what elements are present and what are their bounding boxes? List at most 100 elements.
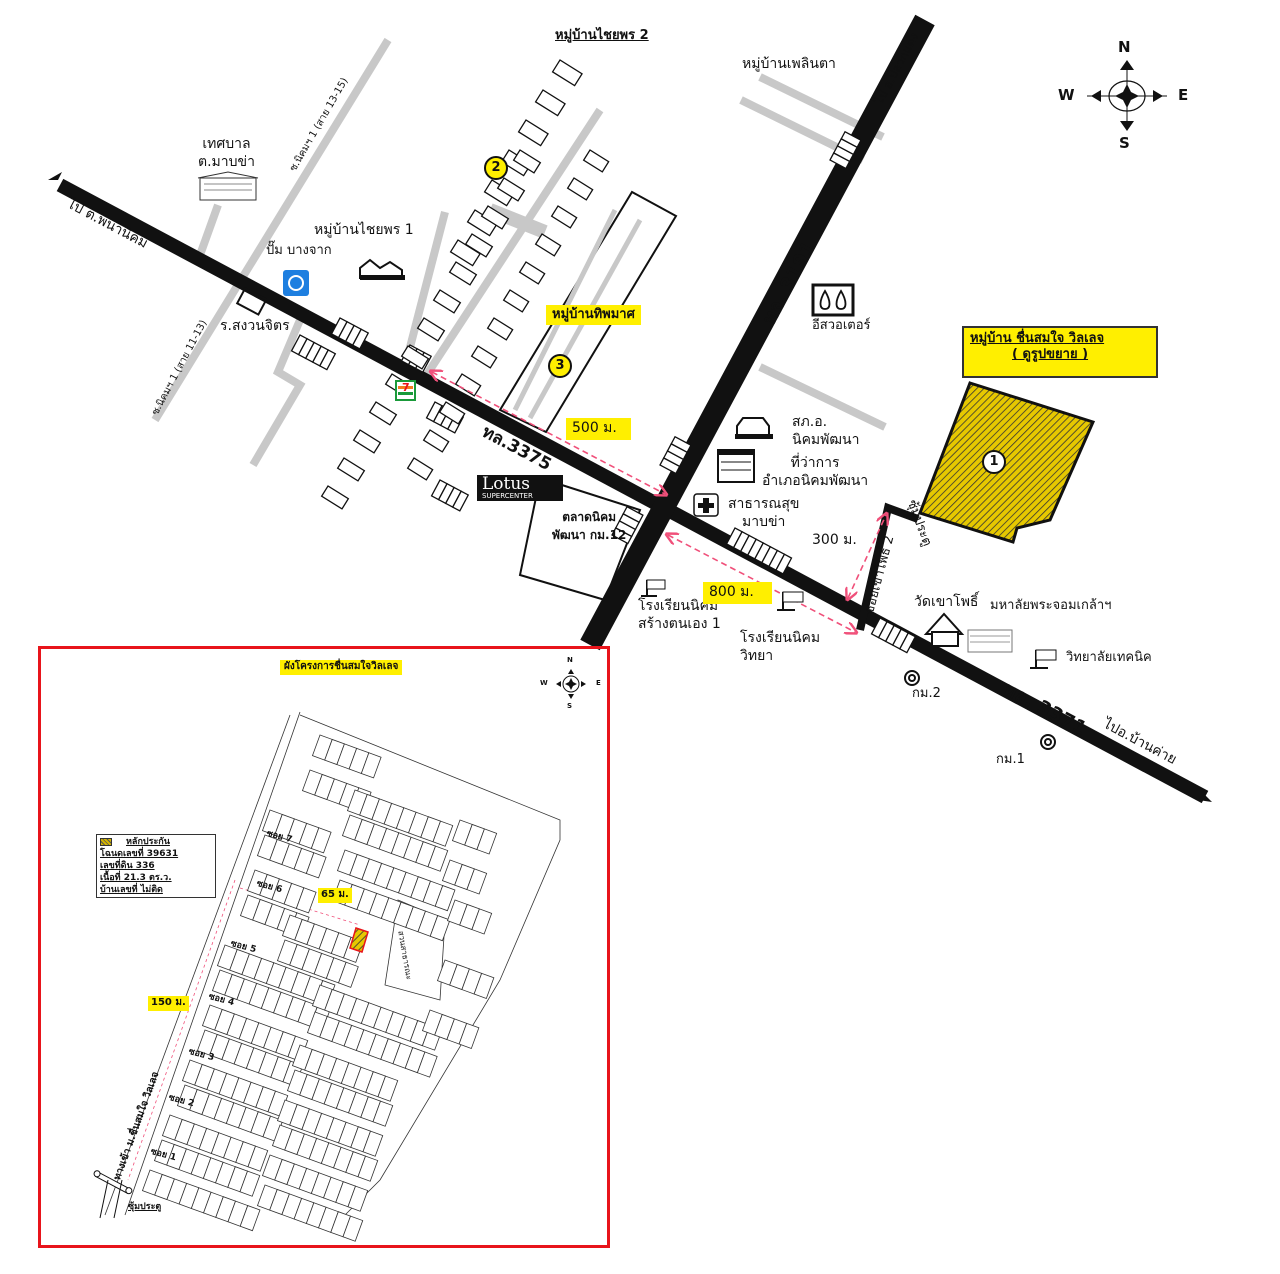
lot-row xyxy=(196,1029,304,1087)
seven-eleven-label: 7 xyxy=(402,381,410,394)
lot-row xyxy=(517,119,549,147)
lot xyxy=(622,505,644,524)
market-label: ตลาดนิคม พัฒนา กม.12 xyxy=(552,510,627,542)
lotus-logo-subtext: SUPERCENTER xyxy=(482,492,533,500)
lotus-logo xyxy=(477,475,563,501)
lot-row xyxy=(271,1124,379,1182)
lot xyxy=(310,827,332,854)
lot-row xyxy=(311,984,443,1051)
lot-row xyxy=(829,130,862,170)
legend-area: เนื้อที่ 21.3 ตร.ว. xyxy=(100,873,172,883)
lot xyxy=(429,915,451,942)
lot-row xyxy=(486,317,514,341)
seven-eleven-icon xyxy=(395,380,416,401)
legend-house-no: บ้านเลขที่ ไม่ติด xyxy=(100,885,163,895)
lot-row xyxy=(256,1184,364,1242)
legend-collateral: หลักประกัน xyxy=(126,837,170,847)
lot-row xyxy=(256,834,327,879)
lot-row xyxy=(448,261,478,286)
lot-row xyxy=(430,479,470,512)
tech-college-label: วิทยาลัยเทคนิค xyxy=(1066,650,1152,665)
lot xyxy=(295,887,317,914)
lot-row xyxy=(286,1069,394,1127)
school-songwan-marker xyxy=(235,286,268,316)
chaiyaphon1-label: หมู่บ้านไชยพร 1 xyxy=(314,222,414,238)
district-office-icon xyxy=(717,449,755,483)
lot-row xyxy=(870,617,917,654)
lot-row xyxy=(470,345,498,369)
lot-row xyxy=(518,261,546,285)
thippamas-marker: 3 xyxy=(548,354,572,378)
phelinda-label: หมู่บ้านเพลินตา xyxy=(742,56,836,72)
lot xyxy=(342,1215,364,1242)
lot-row xyxy=(534,89,566,117)
lot xyxy=(534,233,562,257)
lot-row xyxy=(512,149,542,174)
lot xyxy=(427,845,449,872)
distance-150m: 150 ม. xyxy=(148,996,189,1011)
lot-row xyxy=(261,809,332,854)
lotus-logo-text: Lotus xyxy=(482,474,531,494)
compass-e: E xyxy=(1178,86,1189,104)
lot xyxy=(247,1145,269,1172)
inset-compass-e: E xyxy=(596,679,601,687)
lot-row xyxy=(451,819,498,855)
project-title: หมู่บ้าน ชื่นสมใจ วิลเลจ xyxy=(970,331,1105,346)
lot xyxy=(362,1130,384,1157)
temple-label: วัดเขาโพธิ์ xyxy=(914,594,979,610)
site-plan-inset xyxy=(38,646,610,1248)
lot xyxy=(338,961,359,988)
chaiyaphon2-label: หมู่บ้านไชยพร 2 xyxy=(555,28,649,43)
legend-land-no: เลขที่ดิน 336 xyxy=(100,861,155,871)
lot-row xyxy=(432,289,462,314)
lot xyxy=(486,317,514,341)
inset-compass xyxy=(556,669,586,699)
lot xyxy=(336,457,366,482)
lot-row xyxy=(141,1169,261,1232)
lot-row xyxy=(441,859,488,895)
university-label: มหาลัยพระจอมเกล้าฯ xyxy=(990,598,1112,613)
lot xyxy=(357,1155,379,1182)
km1-label: กม.1 xyxy=(996,752,1025,767)
lot-row xyxy=(176,1084,284,1142)
lot xyxy=(517,119,549,147)
college-flag-icon xyxy=(1030,649,1057,669)
lot-row xyxy=(582,149,610,173)
lot xyxy=(550,205,578,229)
lot-row xyxy=(611,505,644,545)
lot-row xyxy=(436,959,495,999)
distance-300m: 300 ม. xyxy=(812,532,857,548)
school-flag-icon xyxy=(777,591,804,611)
lot xyxy=(448,261,478,286)
inset-compass-s: S xyxy=(567,702,573,710)
collateral-lot xyxy=(349,927,369,953)
lot xyxy=(372,1100,394,1127)
lot xyxy=(518,261,546,285)
distance-65m: 65 ม. xyxy=(318,888,352,903)
compass-s: S xyxy=(1119,134,1130,152)
lot xyxy=(305,852,327,879)
collateral-swatch xyxy=(100,837,112,846)
lot xyxy=(434,885,456,912)
lot xyxy=(534,89,566,117)
lot xyxy=(320,485,350,510)
lot-row xyxy=(416,317,446,342)
hospital-cross-icon xyxy=(693,493,719,517)
lot xyxy=(840,130,862,149)
lot-row xyxy=(201,1004,309,1062)
temple-icon xyxy=(923,612,965,647)
lot-row xyxy=(480,205,510,230)
gas-station-label: ปั๊ม บางจาก xyxy=(266,243,332,258)
lot xyxy=(422,429,450,453)
eastwater-label: อีสวอเตอร์ xyxy=(812,318,871,333)
lot xyxy=(416,317,446,342)
lot xyxy=(566,177,594,201)
distance-800m: 800 ม. xyxy=(703,582,772,604)
km2-label: กม.2 xyxy=(912,686,941,701)
lot-row xyxy=(551,59,583,87)
road-3191 xyxy=(580,14,935,651)
lot-row xyxy=(306,1011,438,1078)
municipality-label: เทศบาล ต.มาบข่า xyxy=(198,136,255,170)
lot xyxy=(502,289,530,313)
